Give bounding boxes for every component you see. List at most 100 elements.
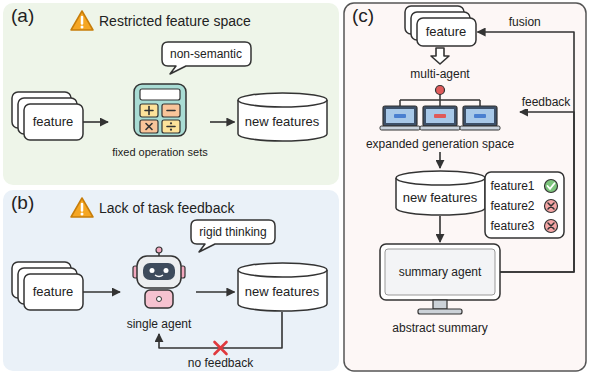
icon-shape: [157, 297, 162, 302]
edge-label: no feedback: [186, 356, 255, 370]
node-label: new features: [245, 114, 319, 130]
cross-mark: [215, 342, 227, 354]
icon-shape: [420, 126, 460, 130]
node-label: multi-agent: [410, 66, 469, 82]
connector-arrow: [439, 152, 441, 168]
icon-shape: [81, 17, 84, 24]
warning-icon: [71, 198, 93, 217]
node-label: feature2: [491, 198, 535, 214]
node-label: new features: [245, 284, 319, 300]
icon-shape: [544, 180, 557, 193]
icon-shape: [191, 220, 275, 252]
icon-shape: [71, 198, 93, 217]
connector-arrow: [210, 121, 235, 123]
icon-shape: [146, 124, 152, 130]
icon-shape: [423, 106, 457, 126]
icon-shape: [426, 109, 454, 123]
hollow-arrow: [431, 48, 449, 64]
icon-shape: [396, 171, 485, 185]
icon-shape: [433, 300, 447, 309]
icon-shape: [544, 220, 557, 233]
icon-shape: [385, 249, 495, 295]
node-label: single agent: [127, 316, 192, 332]
icon-shape: [134, 84, 186, 136]
feature-stack: feature: [12, 262, 83, 310]
icon-shape: [167, 110, 175, 112]
icon-shape: [474, 114, 486, 118]
icon-shape: [238, 263, 327, 277]
icon-shape: [81, 213, 84, 216]
panel-label: (b): [11, 192, 34, 214]
icon-shape: [156, 247, 162, 253]
icon-shape: [164, 268, 169, 273]
feature-stack: feature: [12, 92, 83, 140]
icon-shape: [380, 126, 420, 130]
icon-shape: [81, 204, 84, 211]
panel-heading: Lack of task feedback: [99, 200, 234, 216]
node-label: expanded generation space: [366, 136, 514, 152]
calculator-icon: fixed operation sets: [110, 84, 210, 160]
icon-shape: [143, 263, 175, 280]
icon-shape: [162, 120, 180, 133]
icon-shape: [170, 129, 172, 131]
speech-bubble: non-semantic: [162, 42, 251, 74]
icon-shape: [71, 11, 93, 30]
node-label: new features: [403, 190, 477, 206]
speech-bubble: rigid thinking: [191, 220, 275, 252]
connector-arrow: [83, 291, 121, 293]
connector-arrow: [83, 121, 109, 123]
icon-shape: [434, 114, 446, 118]
icon-shape: [463, 106, 497, 126]
node-label: feature1: [491, 178, 535, 194]
icon-shape: [386, 109, 414, 123]
node-label: non-semantic: [170, 46, 242, 62]
icon-shape: [548, 223, 554, 229]
icon-shape: [155, 275, 163, 277]
icon-shape: [170, 122, 172, 124]
panel-background: [344, 3, 586, 371]
edge-label: fusion: [507, 15, 543, 29]
icon-shape: [238, 93, 327, 107]
node-label: fixed operation sets: [112, 144, 207, 160]
icon-shape: [140, 104, 158, 117]
icon-shape: [544, 200, 557, 213]
robot-agent: single agent: [122, 246, 196, 332]
icon-shape: [466, 109, 494, 123]
panel-background: [3, 190, 339, 371]
node-label: feature: [33, 114, 73, 130]
icon-shape: [485, 172, 564, 238]
icon-shape: [148, 107, 150, 115]
icon-shape: [547, 183, 554, 189]
node-label: feature: [33, 284, 73, 300]
node-label: abstract summary: [392, 320, 487, 336]
database-cylinder: new features: [237, 262, 328, 312]
icon-shape: [140, 89, 180, 100]
icon-shape: [134, 84, 186, 136]
icon-shape: [145, 290, 173, 308]
icon-shape: [162, 42, 251, 74]
connector-arrow: [478, 32, 575, 272]
warning-icon: [71, 11, 93, 30]
panel: (a)Restricted feature spacefeaturenon-se…: [3, 3, 339, 185]
multi-agent-group: multi-agent expanded generation space: [362, 66, 518, 152]
panel: (b) Lack of task feedback feature rigid thi…: [3, 190, 339, 371]
icon-shape: [548, 203, 554, 209]
icon-shape: [146, 124, 152, 130]
icon-shape: [417, 18, 476, 46]
feature-stack: feature: [405, 6, 476, 46]
icon-shape: [436, 86, 445, 95]
feature-list: feature1feature2feature3: [485, 172, 564, 238]
panel-heading: Restricted feature space: [99, 13, 251, 29]
icon-shape: [394, 114, 406, 118]
icon-shape: [400, 94, 480, 106]
panel-background: [3, 3, 339, 185]
icon-shape: [383, 106, 417, 126]
panel: (c) feature multi-agent expanded generation…: [344, 3, 586, 371]
node-label: feature: [426, 24, 466, 40]
connector-arrow: [439, 216, 441, 242]
panel-label: (c): [352, 5, 374, 27]
summary-monitor: summary agentabstract summary: [380, 244, 500, 336]
icon-shape: [24, 274, 83, 310]
icon-shape: [418, 309, 462, 314]
